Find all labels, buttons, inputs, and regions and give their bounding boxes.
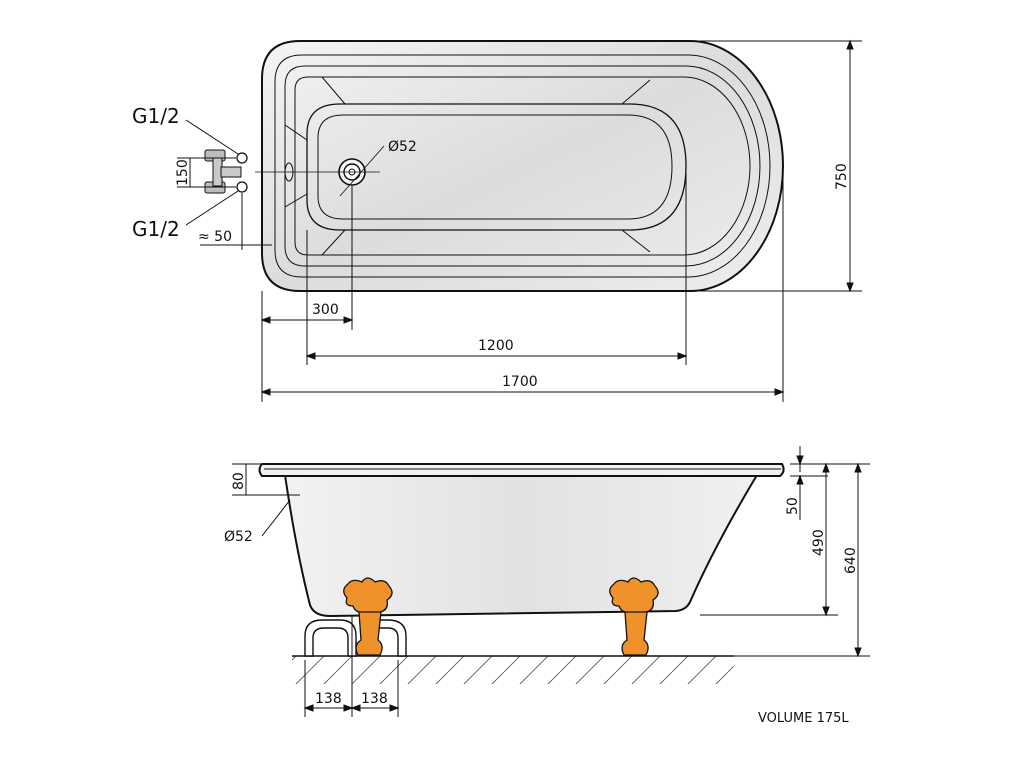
dim-total-length-label: 1700 [502, 374, 538, 390]
floor-hatch [292, 656, 734, 684]
dim-rim-offset-label: 50 [785, 497, 801, 515]
foot-left [343, 577, 393, 656]
waste-trap [304, 619, 407, 657]
inlet-points [236, 152, 248, 193]
overflow-leader [261, 499, 291, 537]
side-view: 80 Ø52 50 490 640 [224, 446, 870, 717]
dim-foot-spacing [303, 616, 400, 717]
dim-tub-height-label: 490 [811, 529, 827, 556]
top-view: Ø52 G1/2 G1/2 150 ≈ 50 [132, 39, 862, 402]
dim-total-width [700, 39, 862, 293]
inlet-top-label: G1/2 [132, 104, 180, 128]
dim-inlet-offset [200, 193, 272, 250]
tub-inner-basin-line [317, 114, 673, 220]
dim-foot-spacing-left-label: 138 [315, 691, 342, 707]
dim-rim-height [232, 463, 300, 496]
dim-inlet-offset-label: ≈ 50 [198, 229, 232, 245]
tub-rim-line-4 [294, 76, 751, 256]
drain-leader [339, 145, 385, 197]
dim-drain-position [260, 186, 354, 402]
tub-rim-line-2 [274, 54, 771, 278]
dim-rim-height-label: 80 [231, 472, 247, 490]
dim-inlet-spacing-label: 150 [175, 159, 191, 186]
foot-right [609, 577, 659, 656]
dim-total-width-label: 750 [834, 163, 850, 190]
dim-inlet-spacing [177, 157, 236, 188]
dim-drain-position-label: 300 [312, 302, 339, 318]
dim-inner-length-label: 1200 [478, 338, 514, 354]
overflow-diameter-label: Ø52 [224, 529, 253, 545]
volume-label: VOLUME 175L [758, 711, 849, 726]
dim-total-height [734, 462, 870, 658]
drain-diameter-label: Ø52 [388, 139, 417, 155]
tub-facets [284, 76, 651, 256]
dim-inner-length [305, 166, 688, 365]
dim-total-length [260, 175, 785, 402]
dim-foot-spacing-right-label: 138 [361, 691, 388, 707]
tub-inner-basin [306, 103, 687, 231]
dim-total-height-label: 640 [843, 547, 859, 574]
dim-rim-offset [790, 446, 828, 520]
inlet-bottom-label: G1/2 [132, 217, 180, 241]
tub-rim-line-3 [284, 65, 761, 267]
tub-side-rim [258, 463, 785, 477]
